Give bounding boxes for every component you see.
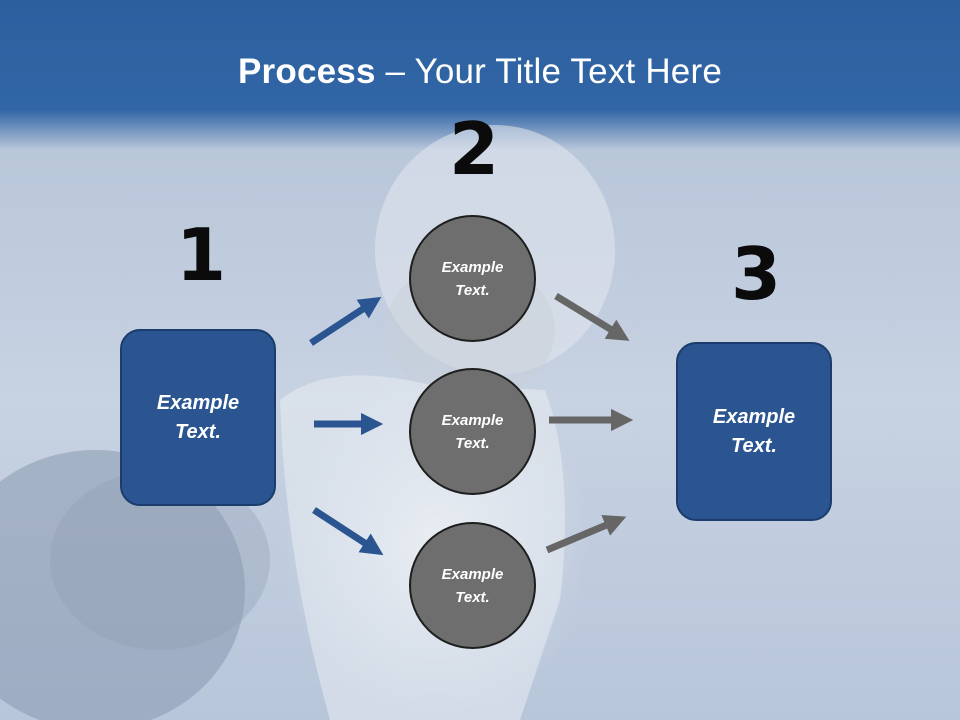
- arrow-right-down-icon: [312, 507, 384, 556]
- step-number-3: 3: [731, 232, 782, 316]
- step-3-box: Example Text.: [676, 342, 832, 521]
- arrow-right-down-icon: [554, 293, 630, 341]
- arrow-right-up-icon: [545, 515, 627, 554]
- circle-bottom-text: Example Text.: [441, 565, 504, 606]
- step-number-1: 1: [176, 213, 227, 297]
- step-1-box: Example Text.: [120, 329, 276, 506]
- circle-middle-text: Example Text.: [441, 411, 504, 452]
- step-2-circle-top: Example Text.: [409, 215, 536, 342]
- page-title: Process – Your Title Text Here: [0, 52, 960, 92]
- title-rest: – Your Title Text Here: [375, 52, 722, 91]
- step-1-box-text: Example Text.: [156, 391, 240, 443]
- circle-top-text: Example Text.: [441, 258, 504, 299]
- title-bold: Process: [238, 52, 376, 91]
- step-2-circle-middle: Example Text.: [409, 368, 536, 495]
- arrow-right-up-icon: [309, 296, 382, 346]
- step-2-circle-bottom: Example Text.: [409, 522, 536, 649]
- step-3-box-text: Example Text.: [712, 405, 796, 457]
- step-number-2: 2: [449, 107, 500, 191]
